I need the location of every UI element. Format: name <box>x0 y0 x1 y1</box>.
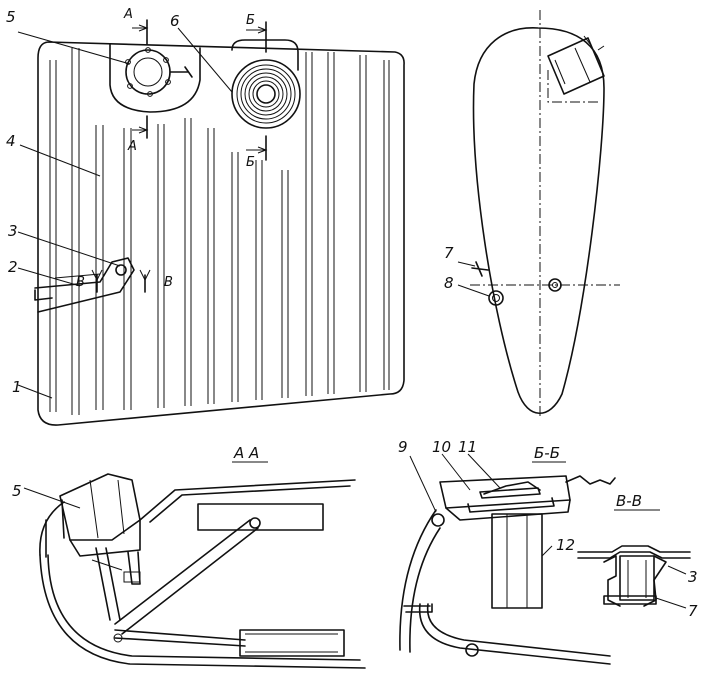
side-gauge-housing <box>547 35 605 103</box>
label-12: 12 <box>556 536 575 554</box>
float-lower <box>239 629 345 657</box>
label-3-section: 3 <box>688 568 698 586</box>
filter-element <box>491 513 543 609</box>
section-title-aa: А А <box>233 444 259 462</box>
tank-side-view <box>457 10 620 418</box>
section-vv <box>577 509 691 609</box>
section-title-vv: В-В <box>616 492 642 510</box>
plug-insert <box>619 555 655 601</box>
plug-bracket <box>471 261 489 277</box>
mark-b-bottom: Б <box>246 155 255 170</box>
mark-b-top: Б <box>246 13 255 28</box>
drain-plug <box>488 290 504 306</box>
label-8: 8 <box>444 274 454 292</box>
gauge-boss <box>109 43 201 113</box>
label-10: 10 <box>432 438 451 456</box>
label-2: 2 <box>8 258 18 276</box>
tank-front-view <box>17 19 405 426</box>
label-7: 7 <box>444 244 454 262</box>
label-9: 9 <box>398 438 408 456</box>
filler-boss <box>231 39 299 71</box>
mark-a-top: А <box>123 7 133 22</box>
mark-a-bottom: А <box>127 139 137 154</box>
gauge-section-body <box>59 473 141 621</box>
label-6: 6 <box>170 12 180 30</box>
section-aa <box>23 461 366 669</box>
filler-cap <box>439 475 616 521</box>
sealing-washer <box>603 595 657 605</box>
section-title-bb: Б-Б <box>534 444 560 462</box>
mark-v-right: В <box>164 275 173 290</box>
label-5: 5 <box>6 8 16 26</box>
filler-neck-icon <box>231 59 301 129</box>
label-3: 3 <box>8 222 18 240</box>
section-bb <box>399 453 616 665</box>
float-lever <box>113 517 261 647</box>
label-11: 11 <box>458 438 477 456</box>
mark-v-left: В <box>76 275 85 290</box>
gauge-screws <box>125 47 171 97</box>
mounting-bracket <box>34 257 135 313</box>
float-upper <box>197 503 324 531</box>
label-5-section: 5 <box>12 482 22 500</box>
fuel-gauge-sender <box>125 49 171 95</box>
label-7-section: 7 <box>688 602 698 620</box>
label-1: 1 <box>12 378 22 396</box>
sealing-screw-icon <box>431 513 445 527</box>
tank-ribs <box>49 48 390 415</box>
label-4: 4 <box>6 132 16 150</box>
